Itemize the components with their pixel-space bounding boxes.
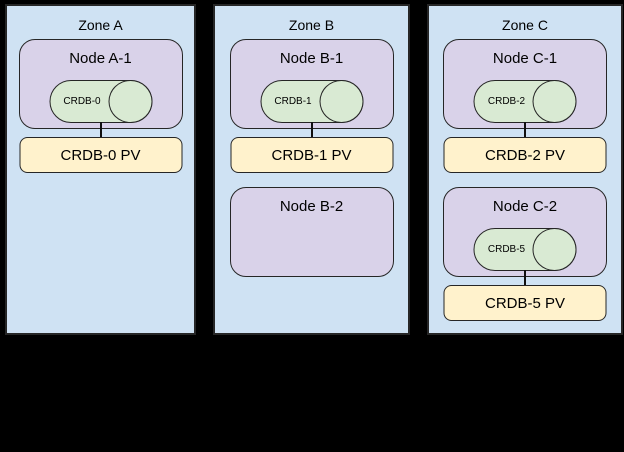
zone-c: Zone C Node C-1 CRDB-2 CRDB-2 PV Node C-… xyxy=(427,4,623,335)
zone-a: Zone A Node A-1 CRDB-0 CRDB-0 PV xyxy=(5,4,196,335)
cylinder-cap xyxy=(319,80,363,123)
connector-line xyxy=(310,122,313,137)
cylinder-cap xyxy=(532,228,577,271)
pv-label: CRDB-0 PV xyxy=(60,146,141,164)
node-b2: Node B-2 xyxy=(229,187,394,277)
node-label: Node A-1 xyxy=(69,50,132,67)
node-label: Node B-2 xyxy=(279,198,344,215)
zone-label: Zone B xyxy=(288,17,335,33)
node-label: Node C-2 xyxy=(492,198,558,215)
node-c2: Node C-2 CRDB-5 xyxy=(443,187,607,277)
zone-label: Zone C xyxy=(502,17,548,33)
cylinder-label: CRDB-2 xyxy=(487,95,526,107)
node-a1: Node A-1 CRDB-0 xyxy=(18,39,183,129)
cylinder-label: CRDB-0 xyxy=(63,95,101,107)
cylinder-label: CRDB-1 xyxy=(274,95,312,107)
cylinder-cap xyxy=(108,80,152,123)
node-label: Node C-1 xyxy=(492,50,558,67)
crdb-0-cylinder-icon: CRDB-0 xyxy=(49,80,152,123)
node-b1: Node B-1 CRDB-1 xyxy=(229,39,394,129)
pv-label: CRDB-5 PV xyxy=(484,294,566,312)
crdb-1-cylinder-icon: CRDB-1 xyxy=(260,80,363,123)
connector-line xyxy=(99,122,102,137)
zone-label: Zone A xyxy=(78,17,123,33)
connector-line xyxy=(524,270,526,285)
crdb-1-pv-box: CRDB-1 PV xyxy=(230,137,393,173)
crdb-0-pv-box: CRDB-0 PV xyxy=(19,137,182,173)
zone-b: Zone B Node B-1 CRDB-1 CRDB-1 PV Node B-… xyxy=(213,4,410,335)
cylinder-label: CRDB-5 xyxy=(487,243,526,255)
pv-label: CRDB-1 PV xyxy=(271,146,352,164)
crdb-2-pv-box: CRDB-2 PV xyxy=(443,137,607,173)
crdb-5-cylinder-icon: CRDB-5 xyxy=(473,228,577,271)
crdb-5-pv-box: CRDB-5 PV xyxy=(443,285,607,321)
node-c1: Node C-1 CRDB-2 xyxy=(443,39,607,129)
node-label: Node B-1 xyxy=(279,50,344,67)
crdb-2-cylinder-icon: CRDB-2 xyxy=(473,80,577,123)
connector-line xyxy=(524,122,526,137)
pv-label: CRDB-2 PV xyxy=(484,146,566,164)
cylinder-cap xyxy=(532,80,577,123)
